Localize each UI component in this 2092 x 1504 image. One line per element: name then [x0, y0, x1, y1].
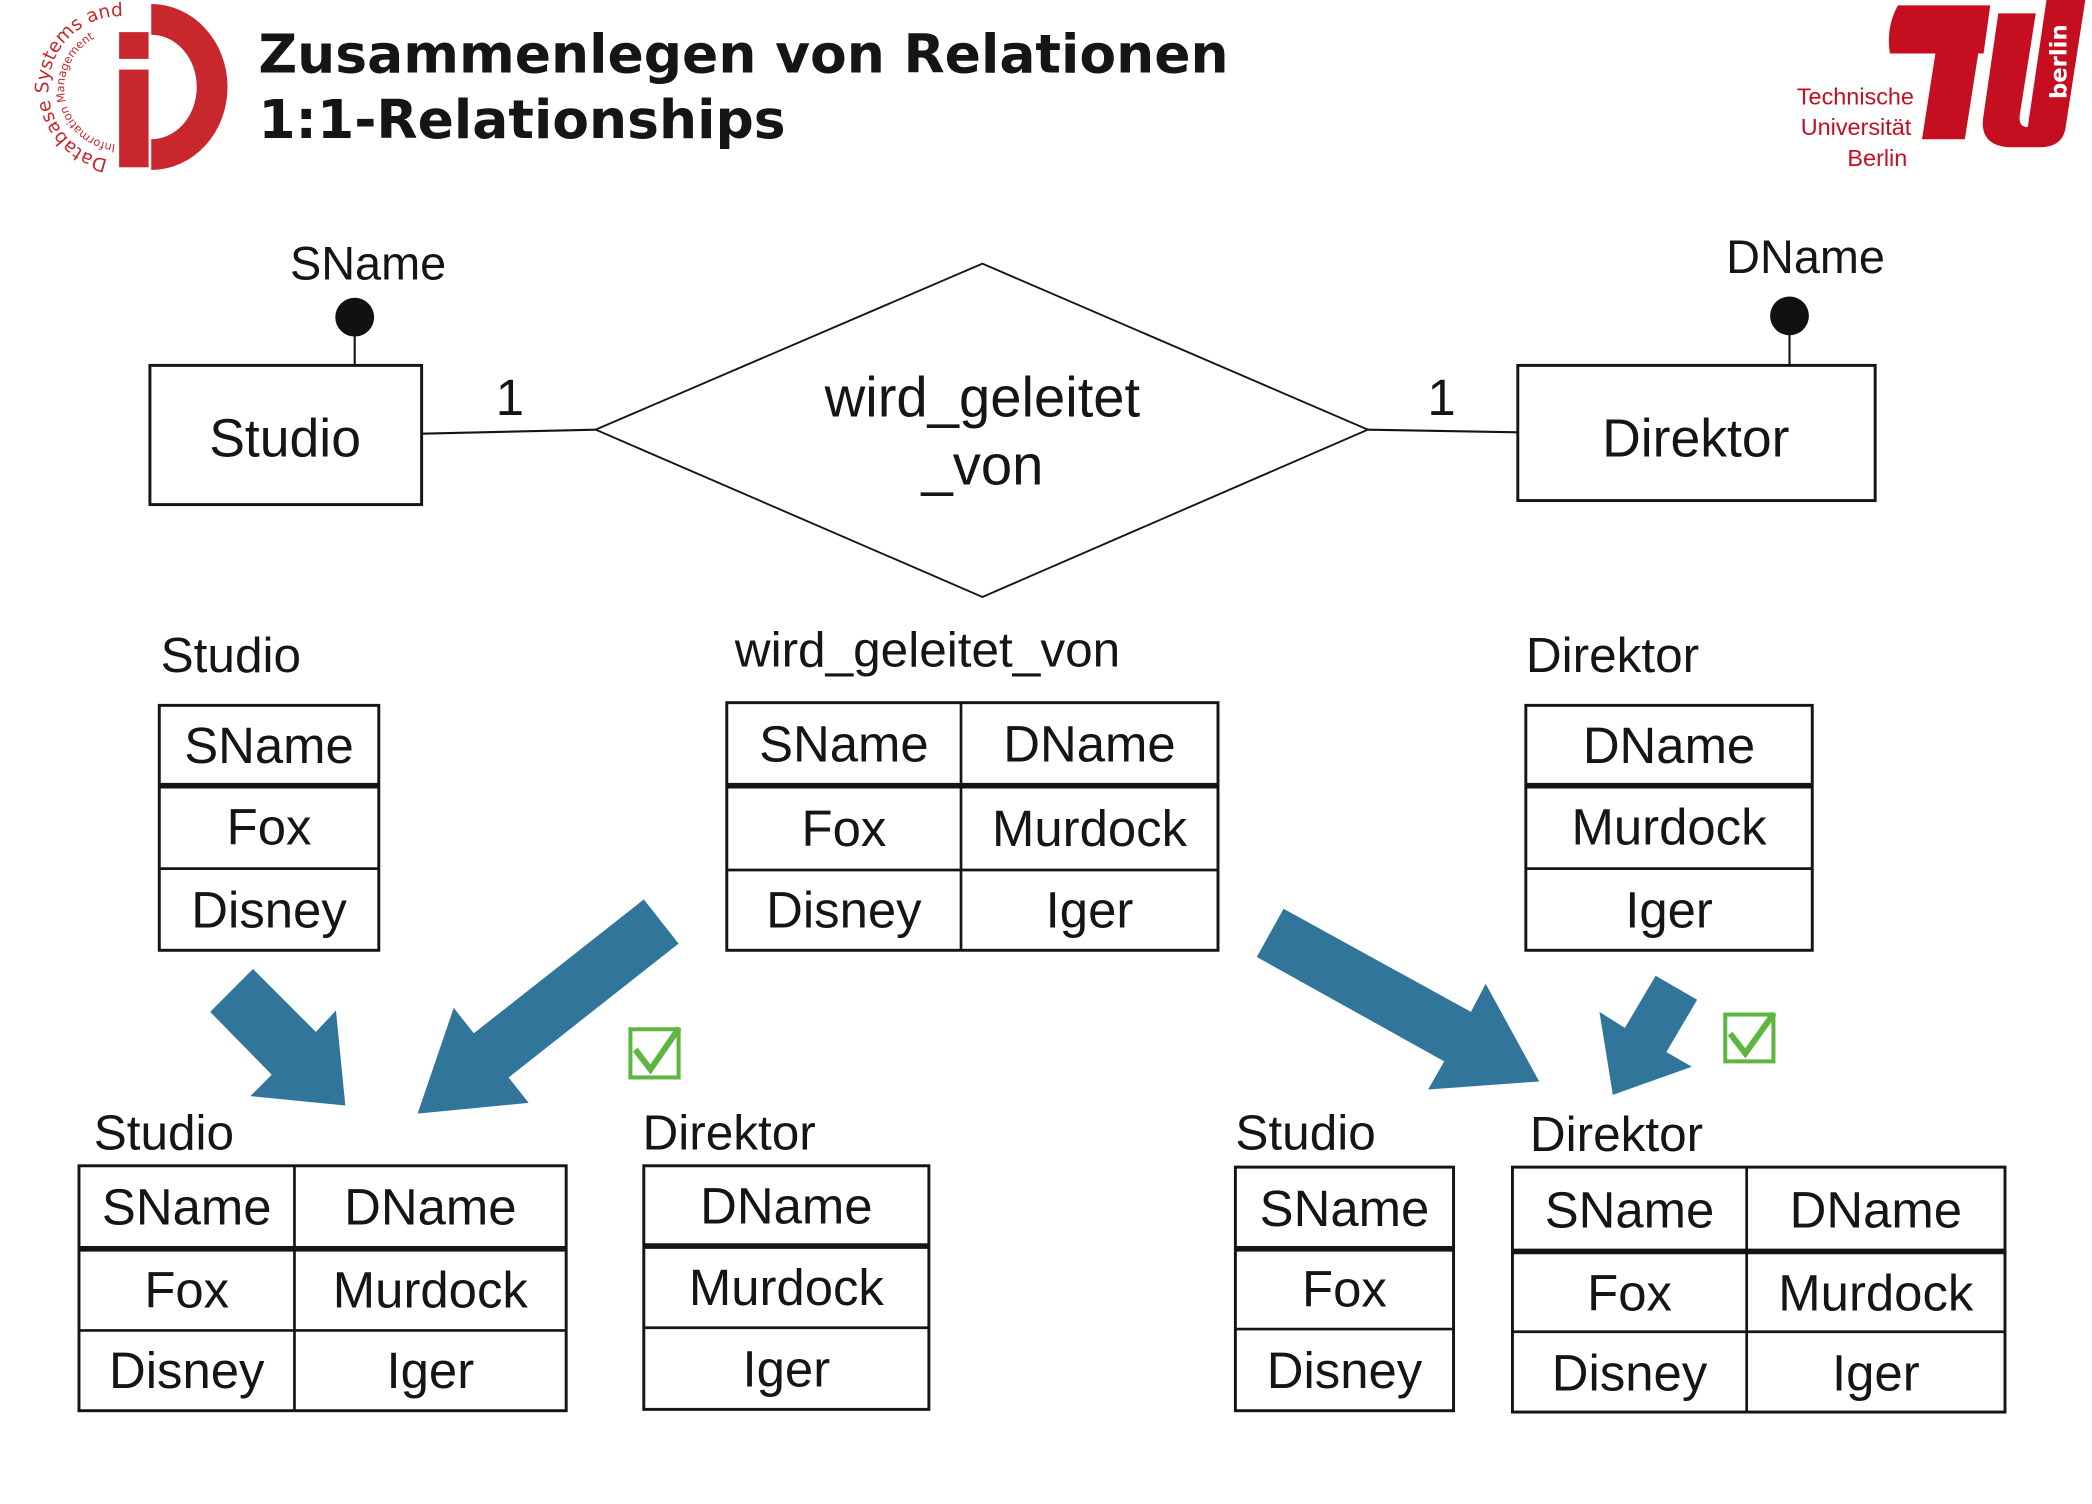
entity-direktor-label: Direktor — [1602, 409, 1789, 468]
cardinality-right: 1 — [1427, 369, 1455, 426]
tu-berlin-logo: berlin Technische Universität Berlin — [1797, 0, 2086, 171]
relationship-label-line-1: wird_geleitet — [824, 365, 1141, 428]
relationship-link-left — [421, 428, 596, 435]
table-cell: Iger — [1832, 1345, 1920, 1402]
table-title: Direktor — [1526, 628, 1699, 683]
column-header: SName — [184, 717, 354, 774]
table-cell: Murdock — [1778, 1264, 1974, 1321]
relationship-label-line-2: _von — [920, 434, 1043, 497]
tu-logo-u — [1982, 0, 2086, 148]
relation-table-studio: Studio SName Fox Disney — [157, 628, 381, 952]
tu-logo-t-bar — [1888, 5, 1991, 54]
checked-box-icon — [1723, 1011, 1777, 1064]
table-cell: Disney — [1552, 1345, 1708, 1402]
table-cell: Iger — [386, 1342, 474, 1399]
relationship-diamond — [593, 262, 1371, 598]
table-cell: Fox — [1587, 1264, 1672, 1321]
slide-subtitle: 1:1-Relationships — [258, 88, 785, 151]
table-title: Studio — [94, 1106, 234, 1161]
relation-table-wird-geleitet-von: wird_geleitet_von SName DName Fox Murdoc… — [725, 623, 1220, 952]
er-diagram: Studio SName 1 wird_geleitet _von 1 Dire… — [148, 231, 1885, 598]
table-border — [1233, 1165, 1456, 1413]
merge-arrow-direktor-to-option-2 — [1599, 975, 1698, 1095]
column-header: DName — [1583, 717, 1755, 774]
table-cell: Fox — [144, 1262, 229, 1319]
merge-arrow-relationship-to-option-2 — [1256, 908, 1540, 1090]
table-border — [1510, 1165, 2007, 1414]
checked-box-frame — [628, 1027, 681, 1080]
table-cell: Fox — [227, 799, 312, 856]
table-cell: Murdock — [1572, 799, 1768, 856]
column-header: DName — [700, 1177, 872, 1234]
attribute-sname-label: SName — [290, 238, 446, 290]
entity-studio-box — [148, 363, 424, 507]
table-border — [725, 701, 1220, 952]
checked-box-frame — [1723, 1012, 1776, 1064]
column-header: SName — [759, 716, 929, 773]
cardinality-left: 1 — [496, 369, 524, 426]
dbis-logo: Database Systems and Information Managem… — [32, 0, 228, 175]
tu-name-line-2: Universität — [1801, 114, 1912, 140]
table-border — [77, 1164, 568, 1413]
column-header: DName — [1003, 716, 1175, 773]
logo-i-dot — [119, 32, 149, 59]
merged-table-studio-option-1: Studio SName DName Fox Murdock Disney Ig… — [77, 1106, 568, 1413]
table-title: Direktor — [642, 1106, 815, 1161]
logo-i-stem — [119, 69, 149, 168]
table-cell: Iger — [1046, 882, 1134, 939]
table-cell: Fox — [801, 800, 886, 857]
merge-arrow-relationship-to-option-1 — [417, 899, 679, 1114]
table-title: Studio — [161, 628, 301, 683]
key-attribute-dot-dname — [1770, 296, 1809, 336]
table-cell: Disney — [1267, 1342, 1423, 1399]
check-mark-icon — [1727, 1011, 1777, 1059]
table-title: Studio — [1235, 1106, 1375, 1161]
table-studio-option-2: Studio SName Fox Disney — [1233, 1106, 1456, 1413]
check-mark-icon — [632, 1026, 682, 1075]
checked-box-icon — [628, 1026, 682, 1080]
relationship-link-right — [1367, 428, 1518, 434]
table-border — [157, 703, 381, 952]
tu-logo-vertical-text: berlin — [2047, 24, 2073, 99]
tu-name-line-3: Berlin — [1847, 145, 1907, 171]
table-border — [642, 1164, 931, 1411]
relation-table-direktor: Direktor DName Murdock Iger — [1524, 628, 1814, 952]
table-cell: Disney — [109, 1342, 265, 1399]
slide-title: Zusammenlegen von Relationen — [258, 22, 1228, 85]
table-cell: Disney — [191, 882, 347, 939]
merge-arrow-studio-to-option-1 — [210, 969, 346, 1106]
table-cell: Disney — [766, 882, 922, 939]
table-cell: Iger — [1625, 882, 1713, 939]
column-header: DName — [1790, 1181, 1962, 1238]
table-title: Direktor — [1530, 1107, 1703, 1162]
table-cell: Murdock — [689, 1259, 885, 1316]
logo-d-bowl — [151, 4, 228, 170]
column-header: DName — [344, 1179, 516, 1236]
entity-studio-label: Studio — [209, 409, 361, 468]
table-cell: Iger — [743, 1341, 831, 1398]
column-header: SName — [1260, 1180, 1430, 1237]
attribute-dname-label: DName — [1726, 231, 1885, 283]
table-cell: Murdock — [333, 1262, 529, 1319]
tu-logo-t-stem — [1922, 53, 1979, 140]
entity-direktor-box — [1516, 363, 1877, 503]
table-border — [1524, 703, 1814, 952]
column-header: SName — [1545, 1181, 1715, 1238]
key-attribute-dot-sname — [335, 297, 375, 337]
table-title: wird_geleitet_von — [734, 623, 1120, 678]
tu-name-line-1: Technische — [1797, 83, 1914, 109]
table-cell: Fox — [1302, 1260, 1387, 1317]
table-cell: Murdock — [992, 800, 1188, 857]
merged-table-direktor-option-2: Direktor SName DName Fox Murdock Disney … — [1510, 1107, 2007, 1414]
column-header: SName — [102, 1179, 272, 1236]
table-direktor-option-1: Direktor DName Murdock Iger — [642, 1106, 931, 1411]
